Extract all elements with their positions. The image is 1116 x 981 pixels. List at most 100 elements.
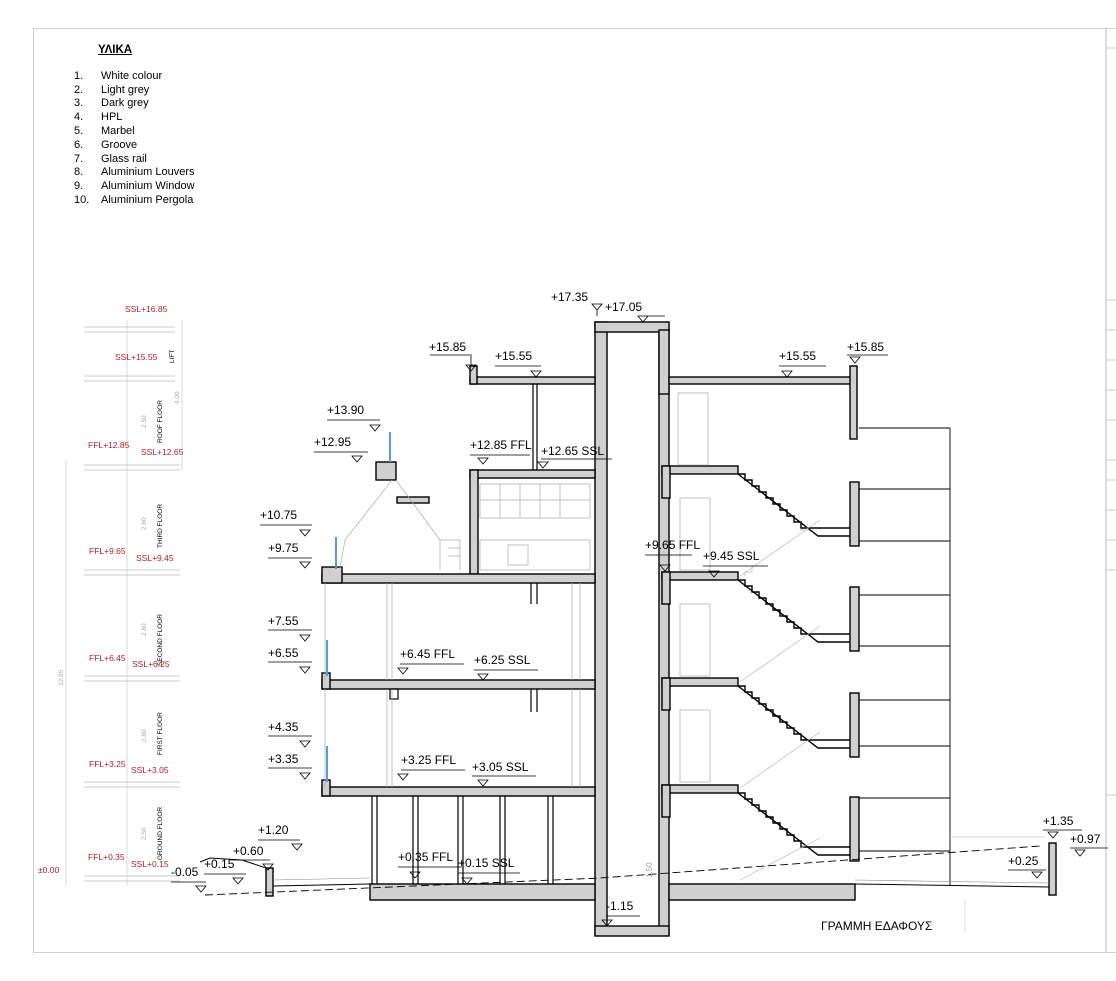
ssl-label: SSL+3.05 bbox=[131, 765, 169, 775]
ffl-label: FFL+0.35 bbox=[88, 852, 125, 862]
lift-upper-wall bbox=[658, 329, 670, 395]
ssl-label: SSL+9.45 bbox=[136, 553, 174, 563]
legend-item: 2.Light grey bbox=[74, 83, 150, 96]
dimension-text: 4.00 bbox=[174, 391, 181, 404]
lift-wall-left bbox=[594, 321, 608, 935]
floor-name: ROOF FLOOR bbox=[157, 400, 164, 443]
level-roof-ssl: +12.65 SSL bbox=[541, 444, 604, 458]
level-symbols bbox=[171, 303, 1108, 927]
roof-parapet-left bbox=[469, 365, 478, 385]
level-roof-ffl: +12.85 FFL bbox=[470, 438, 532, 452]
third-floor-slab bbox=[321, 573, 596, 584]
ffl-label: FFL+3.25 bbox=[89, 759, 126, 769]
roof-floor-slab bbox=[469, 469, 596, 479]
legend-item: 10.Aluminium Pergola bbox=[74, 193, 194, 206]
stair-landing bbox=[661, 465, 739, 475]
level-second-ssl: +6.25 SSL bbox=[474, 653, 531, 667]
zero-level-label: ±0.00 bbox=[38, 865, 59, 875]
stair-flights bbox=[737, 473, 850, 856]
ssl-label: SSL+6.25 bbox=[132, 659, 170, 669]
lift-pit-slab bbox=[594, 925, 670, 937]
interior-elements bbox=[371, 384, 554, 884]
ssl-label: SSL+15.55 bbox=[115, 352, 158, 362]
level-lift-top: +17.35 bbox=[551, 290, 588, 304]
slab-edge-right bbox=[849, 796, 860, 862]
stair-landing bbox=[661, 677, 739, 687]
pergola-block bbox=[375, 461, 397, 481]
floor-name: FIRST FLOOR bbox=[157, 712, 164, 755]
roof-parapet-right bbox=[849, 365, 858, 440]
level-stair-ssl: +9.45 SSL bbox=[703, 549, 760, 563]
level-pergola-top: +13.90 bbox=[327, 403, 364, 417]
level-roof-parapet-left: +15.85 bbox=[429, 340, 466, 354]
floor-name: SECOND FLOOR bbox=[157, 614, 164, 666]
legend-item: 8.Aluminium Louvers bbox=[74, 166, 195, 179]
floor-name: GROUND FLOOR bbox=[157, 807, 164, 860]
legend-item: 6.Groove bbox=[74, 138, 138, 151]
interior-light-lines bbox=[324, 392, 711, 787]
level-wall-left: +0.60 bbox=[233, 844, 264, 858]
level-pergola-bottom: +12.95 bbox=[314, 435, 351, 449]
roof-floor-wall bbox=[469, 469, 479, 575]
ssl-label: SSL+12.65 bbox=[141, 447, 184, 457]
dimension-text: 2.80 bbox=[141, 623, 148, 636]
level-lift-slab: +17.05 bbox=[605, 300, 642, 314]
left-level-scale: SSL+16.85 SSL+15.55 FFL+12.85 SSL+12.65 … bbox=[38, 304, 184, 886]
level-path-left: +0.15 bbox=[204, 857, 235, 871]
ssl-label: SSL+16.85 bbox=[125, 304, 168, 314]
lift-wall-right bbox=[658, 329, 670, 935]
level-first-rail: +4.35 bbox=[268, 720, 299, 734]
level-roof-slab-left: +15.55 bbox=[495, 349, 532, 363]
legend-title: ΥΛΙΚΑ bbox=[98, 44, 133, 56]
glass-rails bbox=[326, 432, 391, 782]
ground-foundation-right bbox=[668, 883, 856, 901]
stair-flights-elevation bbox=[739, 519, 821, 881]
sheet-border bbox=[33, 28, 1116, 953]
level-roof-slab-right: +15.55 bbox=[779, 349, 816, 363]
legend-item: 9.Aluminium Window bbox=[74, 180, 195, 193]
stair-landing bbox=[661, 571, 739, 581]
dimension-text: 2.80 bbox=[141, 517, 148, 530]
level-right-wall-side: +0.97 bbox=[1070, 832, 1101, 846]
level-roof-parapet-right: +15.85 bbox=[847, 340, 884, 354]
second-floor-slab bbox=[321, 679, 596, 690]
stair-landing-edge bbox=[661, 465, 671, 499]
level-right-wall-top: +1.35 bbox=[1043, 814, 1074, 828]
ffl-label: FFL+12.85 bbox=[88, 440, 130, 450]
legend-item: 4.HPL bbox=[74, 111, 123, 124]
ground-line bbox=[199, 836, 1050, 932]
level-second-terrace: +6.55 bbox=[268, 646, 299, 660]
level-stair-ffl: +9.65 FFL bbox=[645, 538, 700, 552]
legend-item: 7.Glass rail bbox=[74, 152, 147, 165]
dimension-text: 2.50 bbox=[141, 415, 148, 428]
third-terrace-curb bbox=[321, 566, 343, 584]
stair-landing-edge bbox=[661, 571, 671, 605]
level-second-ffl: +6.45 FFL bbox=[400, 647, 455, 661]
pergola-beam bbox=[396, 496, 430, 504]
building-section bbox=[265, 321, 1057, 937]
pit-dimension: 1.50 bbox=[645, 862, 654, 878]
total-dimension: 12.85 bbox=[58, 669, 65, 686]
level-second-rail: +7.55 bbox=[268, 614, 299, 628]
level-ground-ffl: +0.35 FFL bbox=[398, 850, 453, 864]
dimension-text: 2.80 bbox=[141, 729, 148, 742]
level-first-ffl: +3.25 FFL bbox=[401, 753, 456, 767]
dimension-text: 2.50 bbox=[141, 827, 148, 840]
floor-name: LIFT bbox=[169, 350, 176, 363]
lift-roof-slab bbox=[594, 321, 670, 333]
slab-edge-right bbox=[849, 481, 860, 547]
stair-landing bbox=[661, 784, 739, 794]
floor-name: THIRD FLOOR bbox=[157, 504, 164, 548]
level-third-rail: +10.75 bbox=[260, 508, 297, 522]
level-third-terrace: +9.75 bbox=[268, 541, 299, 555]
level-right-ground: +0.25 bbox=[1008, 854, 1039, 868]
title-block-edge bbox=[1106, 47, 1116, 796]
level-first-ssl: +3.05 SSL bbox=[472, 760, 529, 774]
ground-line-label: ΓΡΑΜΜΗ ΕΔΑΦΟΥΣ bbox=[821, 919, 932, 933]
legend-item: 1.White colour bbox=[74, 69, 163, 82]
level-wall-top: +1.20 bbox=[258, 823, 289, 837]
ffl-label: FFL+6.45 bbox=[89, 653, 126, 663]
ground-foundation bbox=[369, 883, 596, 901]
aluminium-louvers bbox=[859, 427, 951, 885]
